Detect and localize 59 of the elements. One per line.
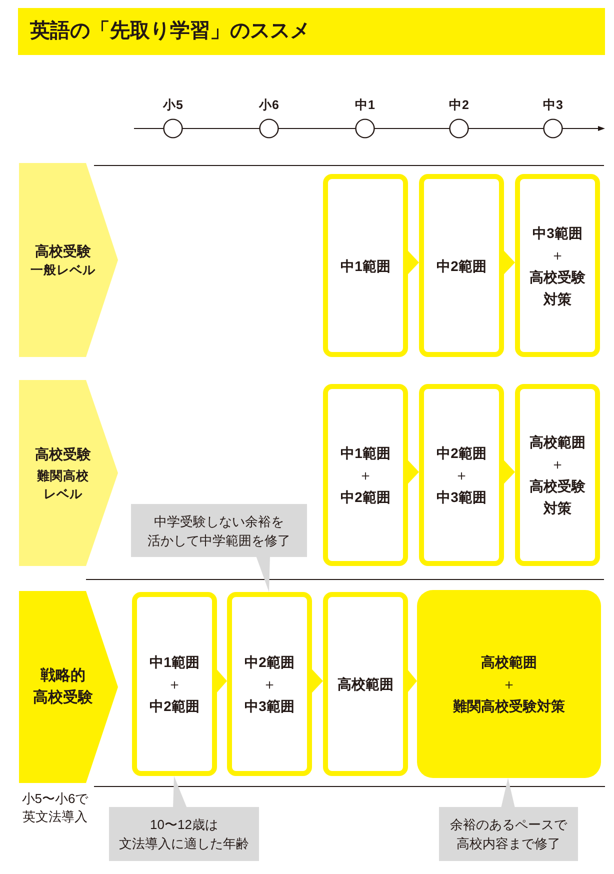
plus-sign: ＋ <box>262 675 276 694</box>
step-box <box>419 384 504 566</box>
plus-sign: ＋ <box>502 675 516 694</box>
step-text: 高校範囲 <box>338 675 394 694</box>
callout-bubble <box>109 807 259 861</box>
step-box <box>323 592 408 776</box>
step-box <box>227 592 312 776</box>
step-box <box>323 384 408 566</box>
row-title: 戦略的 <box>40 666 86 686</box>
callout-pointer <box>256 556 270 592</box>
step-box <box>132 592 217 776</box>
step-text: 中2範囲 <box>150 697 200 716</box>
step-text: 中3範囲 <box>532 224 582 242</box>
step-text: 高校範囲 <box>481 653 537 672</box>
row-subtitle: 難関高校レベル <box>36 468 90 502</box>
row-title: 高校受験 <box>33 688 93 708</box>
row-title: 高校受験 <box>35 444 91 464</box>
chevron-tag <box>19 591 118 783</box>
step-text: 中2範囲 <box>340 488 390 507</box>
callout-pointer <box>501 778 515 808</box>
callout-bubble <box>439 807 578 861</box>
plus-sign: ＋ <box>550 246 564 264</box>
plus-sign: ＋ <box>358 466 372 485</box>
callout-text: 10〜12歳は文法導入に適した年齢 <box>118 816 250 853</box>
callout-text: 中学受験しない余裕を活かして中学範囲を修了 <box>146 512 292 550</box>
highlight-box <box>417 590 601 778</box>
note-text: 小5〜小6で英文法導入 <box>20 790 90 826</box>
plus-sign: ＋ <box>454 466 468 485</box>
step-text: 中1範囲 <box>340 256 390 276</box>
callout-text: 余裕のあるペースで高校内容まで修了 <box>449 816 568 853</box>
plus-sign: ＋ <box>168 675 182 694</box>
step-text: 中3範囲 <box>244 697 294 716</box>
grade-label: 中1 <box>355 97 375 113</box>
callout-pointer <box>173 776 187 808</box>
row-title: 高校受験 <box>35 242 91 261</box>
step-text: 中2範囲 <box>436 444 486 463</box>
step-box <box>419 174 504 357</box>
step-text: 中1範囲 <box>340 444 390 463</box>
row-subtitle: 一般レベル <box>30 262 96 279</box>
chevron-tag <box>19 163 118 357</box>
grade-label: 中2 <box>449 97 469 113</box>
chevron-tag <box>19 380 118 566</box>
callout-bubble <box>131 504 307 557</box>
grade-label: 小6 <box>259 97 279 113</box>
step-text: 中2範囲 <box>244 653 294 672</box>
step-text: 中1範囲 <box>150 653 200 672</box>
step-text: 中2範囲 <box>436 256 486 276</box>
step-box <box>515 384 600 566</box>
step-box <box>323 174 408 357</box>
step-text: 高校受験対策 <box>528 268 586 308</box>
plus-sign: ＋ <box>550 455 564 474</box>
step-text: 難関高校受験対策 <box>453 697 565 716</box>
grade-label: 中3 <box>543 97 563 113</box>
step-text: 高校範囲 <box>530 433 586 452</box>
title-banner: 英語の「先取り学習」のススメ <box>18 8 605 55</box>
step-text: 高校受験対策 <box>528 477 586 518</box>
step-text: 中3範囲 <box>436 488 486 507</box>
step-box <box>515 174 600 357</box>
grade-label: 小5 <box>163 97 183 113</box>
